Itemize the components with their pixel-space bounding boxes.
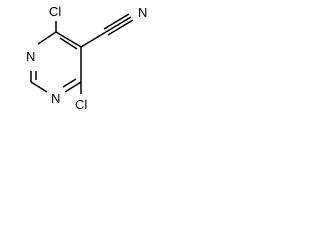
bond-c6-n1: [64, 81, 82, 93]
substituents: [55, 13, 134, 94]
atom-n-ring-upper: N: [26, 49, 35, 64]
bond-c4-c5: [55, 31, 82, 48]
atom-cl-bottom: Cl: [75, 97, 87, 112]
atom-cl-top: Cl: [49, 4, 61, 19]
pyrimidine-ring: [30, 31, 82, 93]
atom-n-ring-lower: N: [51, 91, 60, 106]
bond-c5-cn: [80, 31, 107, 48]
chemical-structure: Cl N N Cl N: [26, 4, 147, 112]
bond-nitrile-2: [103, 13, 130, 30]
bond-n3-c4: [37, 31, 57, 45]
bond-n1-c2: [30, 81, 48, 93]
bond-nitrile-1: [105, 16, 132, 33]
bond-c4-c5-inner: [59, 37, 78, 50]
bond-c6-n1-inner: [62, 78, 77, 88]
atom-n-nitrile: N: [138, 5, 147, 20]
bond-nitrile-3: [107, 19, 134, 36]
